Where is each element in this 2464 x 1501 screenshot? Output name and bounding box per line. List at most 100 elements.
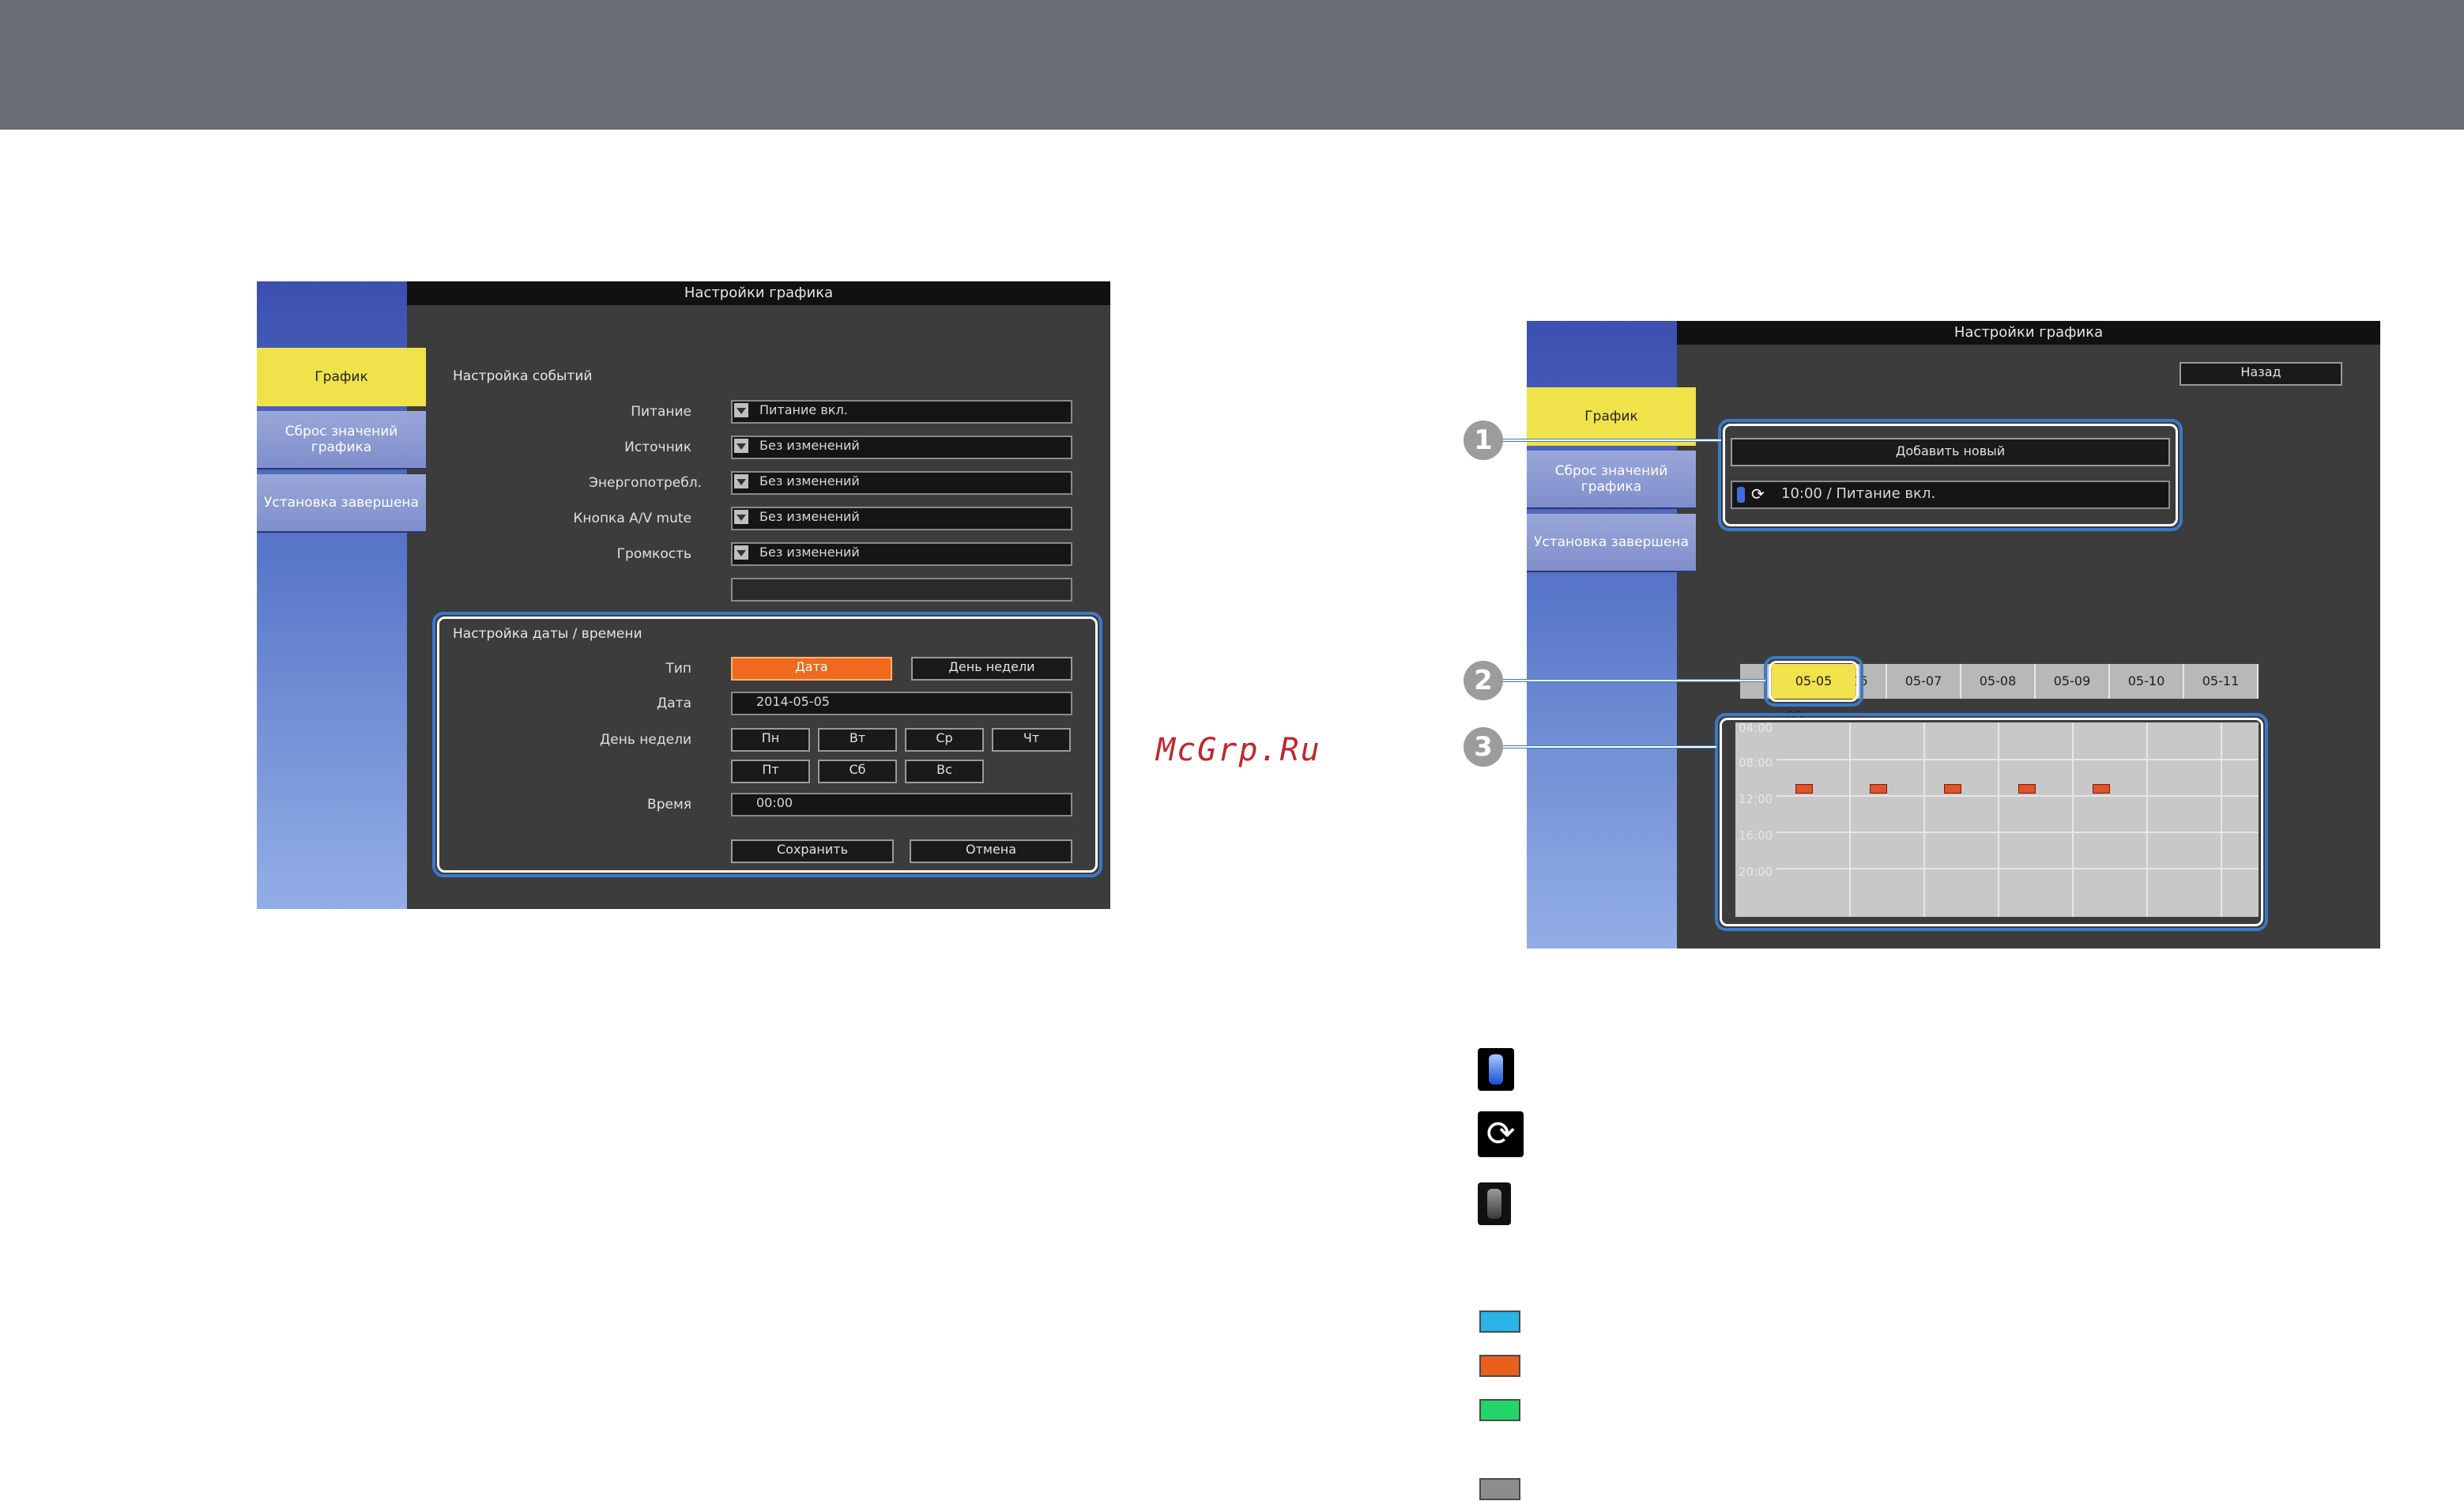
repeat-indicator-icon: ⟳ (1478, 1111, 1524, 1157)
day-header[interactable]: 05-09 (2036, 664, 2110, 699)
datetime-highlight-frame (432, 612, 1102, 877)
callout-2: 2 (1464, 661, 1503, 700)
datetime-highlight-inner (437, 617, 1098, 873)
repeat-icon: ⟳ (1751, 485, 1765, 503)
dropdown-arrow-icon (734, 545, 748, 560)
hour-label: 12:00 (1739, 792, 1773, 806)
day-header[interactable]: 05-10 (2110, 664, 2184, 699)
schedule-event-marker[interactable] (2093, 784, 2110, 794)
cancel-button[interactable]: Отмена (910, 839, 1072, 863)
dropdown-arrow-icon (734, 403, 748, 417)
volume-select[interactable]: Без изменений (731, 542, 1072, 566)
empty-field[interactable] (731, 578, 1072, 602)
tab-setup-complete[interactable]: Установка завершена (257, 474, 426, 533)
source-select[interactable]: Без изменений (731, 436, 1072, 459)
grid-vline (1849, 722, 1851, 917)
grid-hline (1776, 795, 2259, 797)
callout-3-leader (1503, 745, 1716, 749)
add-new-button[interactable]: Добавить новый (1731, 438, 2170, 466)
legend-swatch-green (1479, 1399, 1520, 1421)
weekday-label: День недели (600, 732, 691, 748)
power-on-icon (1737, 487, 1745, 503)
selected-day-highlight-inner (1769, 661, 1859, 702)
back-button[interactable]: Назад (2180, 362, 2342, 386)
day-header[interactable]: 05-11 (2184, 664, 2259, 699)
screen-title: Настройки графика (407, 281, 1110, 305)
callout-1-leader (1503, 439, 1721, 442)
grid-hline (1776, 759, 2259, 760)
selected-day[interactable]: 05-05 (1772, 664, 1856, 699)
source-label: Источник (624, 439, 691, 455)
day-header[interactable]: 05-07 (1887, 664, 1961, 699)
schedule-event-marker[interactable] (1795, 784, 1813, 794)
weekday-wed[interactable]: Ср (905, 728, 984, 752)
dropdown-arrow-icon (734, 474, 748, 488)
events-section-title: Настройка событий (453, 368, 593, 384)
schedule-settings-screen-left: Настройки графика График Сброс значений … (257, 281, 1110, 909)
legend-swatch-cyan (1479, 1311, 1520, 1333)
time-input[interactable]: 00:00 (731, 793, 1072, 816)
type-date-button[interactable]: Дата (731, 657, 892, 681)
tab-schedule[interactable]: График (257, 348, 426, 406)
tab-reset-schedule[interactable]: Сброс значений графика (1527, 451, 1696, 509)
weekday-thu[interactable]: Чт (992, 728, 1071, 752)
weekday-fri[interactable]: Пт (731, 760, 810, 783)
event-entry[interactable]: ⟳ 10:00 / Питание вкл. (1731, 481, 2170, 509)
power-label: Питание (631, 404, 691, 420)
callout-1: 1 (1464, 421, 1503, 460)
tab-setup-complete[interactable]: Установка завершена (1527, 514, 1696, 572)
volume-select-value: Без изменений (759, 545, 860, 560)
timeline-highlight (1715, 713, 2268, 931)
weekday-sat[interactable]: Сб (818, 760, 897, 783)
timeline-grid (1776, 722, 2259, 917)
power-on-indicator-glow (1489, 1054, 1503, 1084)
type-weekday-button[interactable]: День недели (911, 657, 1072, 681)
hour-column (1735, 722, 1776, 917)
type-label: Тип (665, 661, 691, 677)
grid-vline (2221, 722, 2222, 917)
weekday-sun[interactable]: Вс (905, 760, 984, 783)
av-mute-select[interactable]: Без изменений (731, 507, 1072, 530)
tab-reset-schedule[interactable]: Сброс значений графика (257, 411, 426, 470)
date-input[interactable]: 2014-05-05 (731, 692, 1072, 715)
header-bar (0, 0, 2464, 130)
power-on-indicator-icon (1478, 1048, 1514, 1091)
selected-day-highlight (1764, 656, 1863, 707)
power-select-value: Питание вкл. (759, 402, 848, 417)
legend-swatch-gray (1479, 1478, 1520, 1500)
schedule-event-marker[interactable] (1870, 784, 1887, 794)
save-button[interactable]: Сохранить (731, 839, 894, 863)
av-mute-label: Кнопка A/V mute (573, 511, 691, 526)
weekday-tue[interactable]: Вт (818, 728, 897, 752)
hour-label: 20:00 (1739, 865, 1773, 879)
event-entry-text: 10:00 / Питание вкл. (1781, 485, 1936, 502)
source-select-value: Без изменений (759, 438, 860, 453)
weekday-mon[interactable]: Пн (731, 728, 810, 752)
schedule-settings-screen-right: Настройки графика Назад График Сброс зна… (1527, 321, 2380, 948)
watermark: McGrp.Ru (1156, 732, 1321, 768)
grid-vline (1923, 722, 1925, 917)
day-header[interactable]: 05-08 (1961, 664, 2036, 699)
dropdown-arrow-icon (734, 510, 748, 524)
schedule-event-marker[interactable] (2018, 784, 2036, 794)
inactive-indicator-glow (1487, 1189, 1501, 1219)
power-consumption-label: Энергопотребл. (589, 475, 702, 491)
grid-hline (1776, 832, 2259, 833)
legend-swatch-orange (1479, 1355, 1520, 1377)
inactive-indicator-icon (1478, 1182, 1511, 1225)
tab-schedule[interactable]: График (1527, 387, 1696, 446)
hour-label: 08:00 (1739, 756, 1773, 770)
grid-hline (1776, 868, 2259, 869)
grid-vline (2146, 722, 2148, 917)
event-list-highlight-inner (1723, 424, 2178, 526)
callout-2-leader (1503, 679, 1765, 682)
power-consumption-select[interactable]: Без изменений (731, 471, 1072, 495)
grid-vline (2072, 722, 2074, 917)
schedule-event-marker[interactable] (1944, 784, 1961, 794)
callout-3: 3 (1464, 727, 1503, 767)
timeline-highlight-inner (1720, 718, 2263, 926)
event-list-highlight (1718, 419, 2183, 531)
power-select[interactable]: Питание вкл. (731, 400, 1072, 424)
time-label: Время (647, 797, 691, 813)
av-mute-select-value: Без изменений (759, 509, 860, 524)
